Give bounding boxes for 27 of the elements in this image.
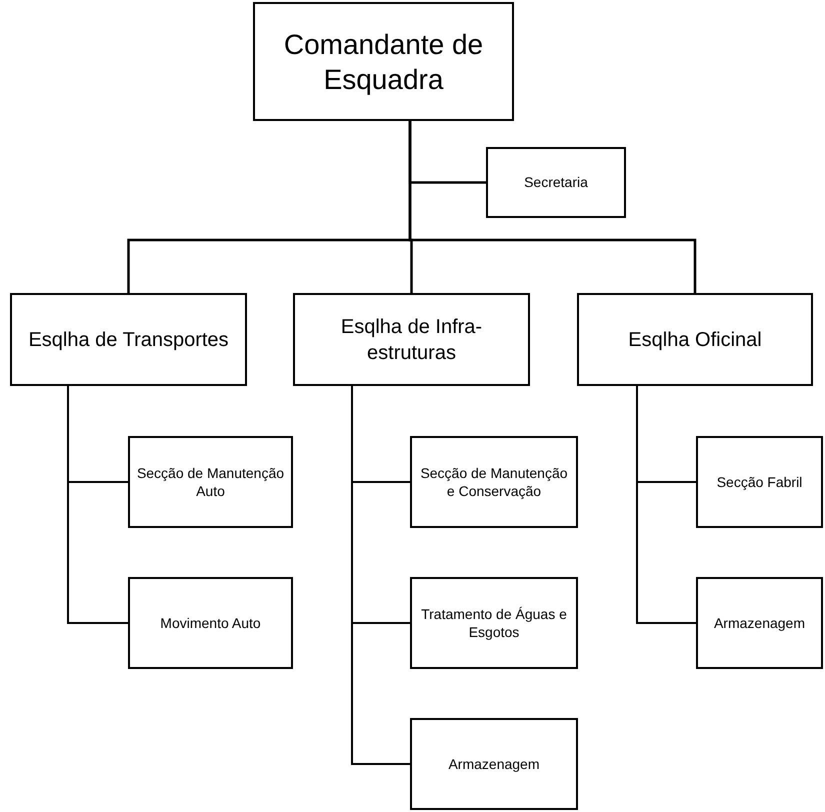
command-box bbox=[253, 2, 514, 121]
unit-box bbox=[410, 577, 578, 669]
unit-name: Secção de Manutenção e Conservação bbox=[419, 464, 569, 500]
unit-box bbox=[696, 436, 823, 528]
unit-name: Movimento Auto bbox=[160, 614, 261, 632]
unit-name: Secção Fabril bbox=[716, 472, 802, 492]
unit-name: Esqlha de Infra-estruturas bbox=[340, 314, 484, 366]
unit-box bbox=[128, 436, 293, 528]
connector-line bbox=[636, 386, 696, 624]
unit-box bbox=[128, 577, 293, 669]
unit-box bbox=[577, 293, 813, 386]
unit-name: Esqlha de Transportes bbox=[28, 328, 229, 352]
unit-box bbox=[293, 293, 530, 386]
connector-line bbox=[408, 121, 696, 293]
unit-box bbox=[696, 577, 823, 669]
unit-box bbox=[410, 718, 578, 810]
unit-name: Esqlha Oficinal bbox=[628, 328, 762, 352]
unit-name: Secretaria bbox=[524, 173, 588, 192]
unit-box bbox=[10, 293, 247, 386]
unit-box bbox=[486, 147, 626, 218]
unit-name: Secção de Manutenção Auto bbox=[136, 464, 285, 500]
connector-line bbox=[67, 386, 128, 624]
unit-name: Armazenagem bbox=[448, 754, 540, 774]
unit-name: Tratamento de Águas e Esgotos bbox=[420, 604, 568, 642]
unit-name: Armazenagem bbox=[714, 614, 806, 632]
unit-name: Comandante de Esquadra bbox=[282, 28, 484, 96]
unit-box bbox=[410, 436, 578, 528]
